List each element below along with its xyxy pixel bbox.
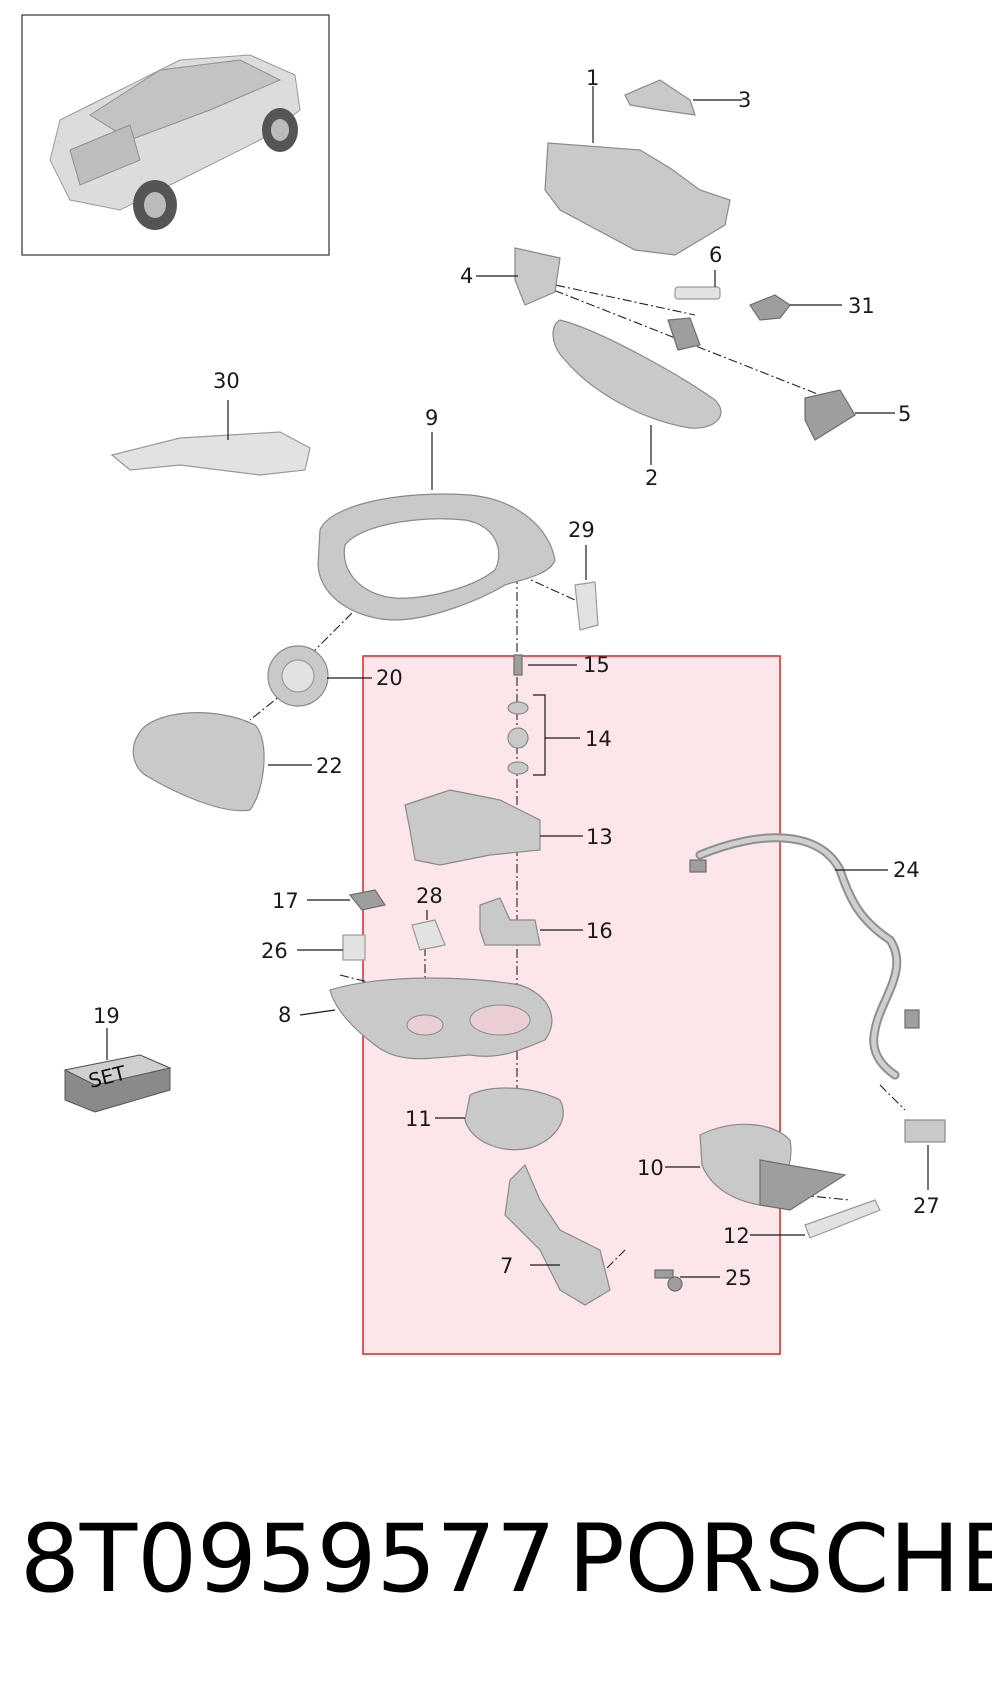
callout-7: 7 xyxy=(500,1254,513,1278)
callout-25: 25 xyxy=(725,1266,752,1290)
part-25-bolt xyxy=(654,1269,683,1292)
part-27-connector xyxy=(904,1119,946,1143)
part-16-motor xyxy=(479,897,541,946)
part-17-switch xyxy=(348,889,386,911)
part-4-clip xyxy=(514,247,561,306)
part-22-mirror-glass xyxy=(132,712,265,812)
part-9-housing-frame xyxy=(317,493,556,621)
part-20-motor xyxy=(267,645,329,707)
callout-19: 19 xyxy=(93,1004,120,1028)
callout-13: 13 xyxy=(586,825,613,849)
callout-22: 22 xyxy=(316,754,343,778)
leader-lines xyxy=(106,86,929,1278)
brand-name: PORSCHE xyxy=(568,1505,992,1614)
callout-17: 17 xyxy=(272,889,299,913)
callout-20: 20 xyxy=(376,666,403,690)
callout-labels: 1 3 4 6 31 2 5 30 9 29 20 22 15 14 13 24… xyxy=(93,66,940,1290)
callout-12: 12 xyxy=(723,1224,750,1248)
callout-6: 6 xyxy=(709,243,722,267)
callout-15: 15 xyxy=(583,653,610,677)
part-7-mirror-arm xyxy=(504,1163,611,1306)
callout-3: 3 xyxy=(738,88,751,112)
part-number: 8T0959577 xyxy=(20,1505,556,1614)
callout-11: 11 xyxy=(405,1107,432,1131)
part-26-lamp xyxy=(342,934,366,961)
part-8-housing-bottom xyxy=(329,977,553,1060)
callout-28: 28 xyxy=(416,884,443,908)
part-14-spring-set xyxy=(507,701,529,775)
callout-5: 5 xyxy=(898,402,911,426)
part-12-strip xyxy=(804,1199,881,1239)
callout-8: 8 xyxy=(278,1003,291,1027)
part-19-set-box: SET xyxy=(63,1054,172,1113)
callout-24: 24 xyxy=(893,858,920,882)
part-30-strip xyxy=(110,431,311,476)
part-29-cap xyxy=(574,581,599,631)
car-icon xyxy=(49,54,301,230)
part-1-trim-cover xyxy=(544,142,731,256)
part-11-ring xyxy=(464,1087,564,1151)
callout-9: 9 xyxy=(425,406,438,430)
callout-10: 10 xyxy=(637,1156,664,1180)
callout-16: 16 xyxy=(586,919,613,943)
part-5-cover xyxy=(804,389,856,441)
callout-4: 4 xyxy=(460,264,473,288)
callout-2: 2 xyxy=(645,466,658,490)
part-28-cap xyxy=(411,919,446,951)
callout-30: 30 xyxy=(213,369,240,393)
part-6-connector xyxy=(674,286,721,300)
part-13-base-plate xyxy=(404,789,541,866)
callout-26: 26 xyxy=(261,939,288,963)
part-2-inner-mirror xyxy=(552,317,722,429)
callout-1: 1 xyxy=(586,66,599,90)
callout-29: 29 xyxy=(568,518,595,542)
callout-14: 14 xyxy=(585,727,612,751)
part-31-bracket xyxy=(749,294,791,321)
callout-31: 31 xyxy=(848,294,875,318)
part-24-wiring-harness xyxy=(689,833,920,1080)
callout-27: 27 xyxy=(913,1194,940,1218)
part-3-bracket xyxy=(624,79,696,116)
vehicle-thumbnail xyxy=(21,14,330,256)
part-15-screw xyxy=(513,654,523,676)
part-10-cover xyxy=(699,1123,847,1211)
